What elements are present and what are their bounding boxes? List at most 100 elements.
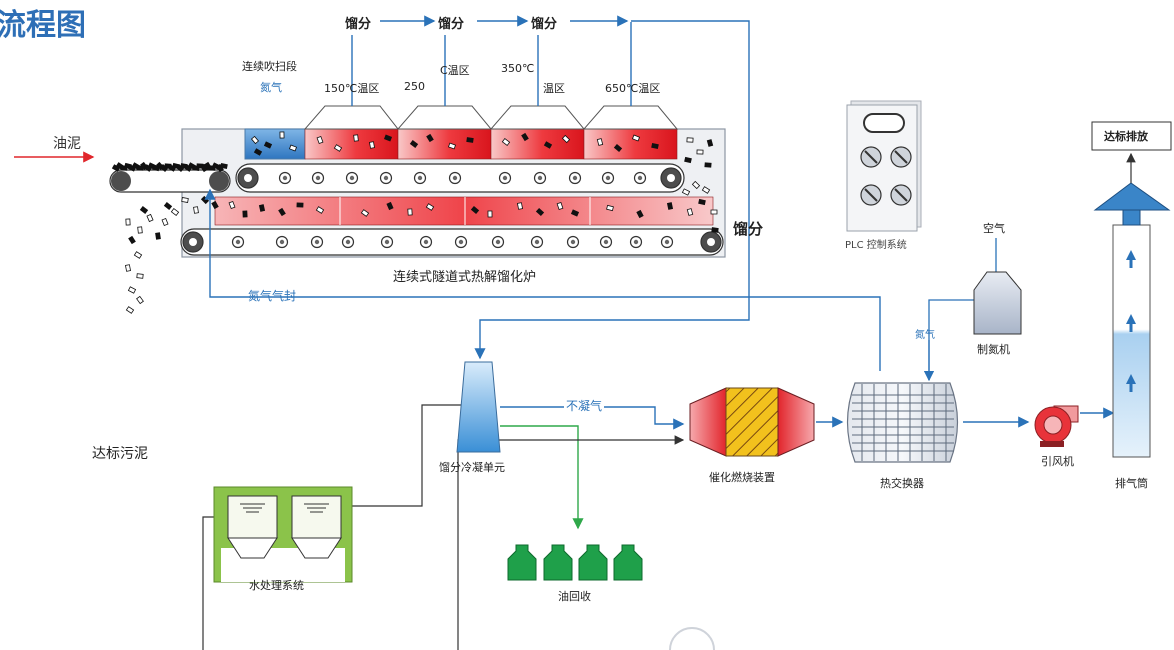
nitrogen-generator-label: 制氮机	[977, 343, 1010, 356]
sludge-particle	[369, 141, 375, 149]
sludge-particle	[696, 149, 704, 155]
roller-icon	[380, 235, 394, 249]
sludge-particle	[200, 163, 208, 173]
sludge-particle	[125, 264, 131, 272]
roller-icon	[237, 167, 259, 189]
sludge-particle	[686, 208, 694, 216]
roller-icon	[341, 235, 355, 249]
sludge-particle	[570, 209, 580, 217]
condenser-unit	[456, 361, 501, 453]
sludge-particle	[146, 213, 154, 223]
sludge-particle	[383, 134, 393, 142]
sludge-particle	[447, 142, 457, 150]
oil-recovery-tanks	[507, 544, 643, 581]
zone-350-label: 350℃	[501, 62, 535, 75]
sludge-particle	[136, 273, 144, 279]
heat-exchanger	[846, 382, 959, 463]
catalytic-label: 催化燃烧装置	[709, 471, 775, 484]
fraction-label-3: 馏分	[531, 17, 558, 32]
sludge-particle	[487, 210, 493, 218]
knob-icon	[860, 184, 882, 206]
sludge-particle	[163, 202, 173, 210]
sludge-particle	[139, 206, 149, 214]
air-label: 空气	[983, 222, 1005, 235]
stack-label: 排气筒	[1115, 477, 1148, 490]
roller-icon	[182, 231, 204, 253]
roller-icon	[491, 235, 505, 249]
sludge-particle	[710, 209, 718, 215]
sludge-particle	[137, 226, 143, 234]
sludge-particle	[253, 148, 263, 156]
induced-draft-fan	[1034, 405, 1079, 447]
sludge-particle	[258, 204, 266, 212]
sludge-particle	[263, 141, 273, 149]
sludge-particle	[360, 209, 370, 217]
feed-conveyor	[109, 169, 231, 193]
zone-150-label: 150℃温区	[324, 82, 380, 95]
roller-icon	[231, 235, 245, 249]
roller-icon	[660, 167, 682, 189]
roller-icon	[278, 171, 292, 185]
sludge-particle	[296, 202, 304, 208]
sludge-particle	[316, 135, 324, 145]
oil-line	[500, 425, 584, 530]
roller-icon	[310, 235, 324, 249]
roller-icon	[345, 171, 359, 185]
zone-c-label: C温区	[440, 64, 470, 77]
sludge-particle	[631, 134, 641, 142]
catalytic-combustion-unit	[689, 387, 815, 457]
sludge-particle	[636, 209, 644, 219]
oil-bottle-icon	[578, 544, 608, 581]
sludge-particle	[211, 200, 219, 210]
sludge-particle	[386, 201, 394, 211]
sludge-particle	[701, 186, 711, 194]
fraction-label-2: 馏分	[438, 17, 465, 32]
roller-icon	[413, 171, 427, 185]
roller-icon	[599, 235, 613, 249]
plc-control-cabinet	[846, 100, 922, 232]
roller-icon	[629, 235, 643, 249]
nitrogen-seal-line	[204, 188, 881, 371]
sludge-particle	[127, 286, 137, 294]
sludge-particle	[250, 135, 260, 145]
sludge-particle	[691, 180, 701, 190]
sludge-particle	[521, 132, 529, 142]
conveyor-rollers	[182, 167, 722, 253]
nitrogen-generator	[973, 271, 1022, 335]
furnace-label: 连续式隧道式热解馏化炉	[393, 270, 537, 285]
sludge-particle	[425, 203, 435, 211]
sludge-particle	[698, 198, 706, 206]
knob-icon	[890, 184, 912, 206]
water-line	[344, 404, 463, 507]
emission-standard-label: 达标排放	[1104, 130, 1148, 143]
sludge-particle	[279, 131, 285, 139]
zone-wq-label: 温区	[543, 82, 565, 95]
knob-icon	[860, 146, 882, 168]
sludge-particle	[516, 202, 524, 210]
sludge-particle	[181, 197, 189, 203]
roller-icon	[568, 171, 582, 185]
sludge-particle	[133, 251, 143, 259]
fraction-flow-lines	[351, 15, 750, 360]
nitrogen-label: 氮气	[260, 81, 282, 94]
roller-icon	[530, 235, 544, 249]
purge-section-label: 连续吹扫段	[242, 60, 297, 73]
sludge-particle	[556, 202, 564, 210]
sludge-particles	[111, 131, 719, 314]
sludge-particle	[193, 206, 199, 214]
sludge-particle	[561, 134, 571, 144]
nitrogen-seal-label: 氮气气封	[248, 289, 297, 303]
zone-250-label: 250	[404, 80, 425, 93]
sludge-particle	[426, 133, 434, 143]
roller-icon	[660, 235, 674, 249]
oil-bottle-icon	[543, 544, 573, 581]
pyrolysis-furnace	[180, 105, 726, 258]
fan-label: 引风机	[1041, 455, 1074, 468]
sludge-particle	[666, 202, 674, 210]
sludge-particle	[125, 306, 135, 314]
sludge-particle	[466, 137, 474, 143]
fraction-side-label: 馏分	[733, 220, 764, 238]
roller-icon	[454, 235, 468, 249]
